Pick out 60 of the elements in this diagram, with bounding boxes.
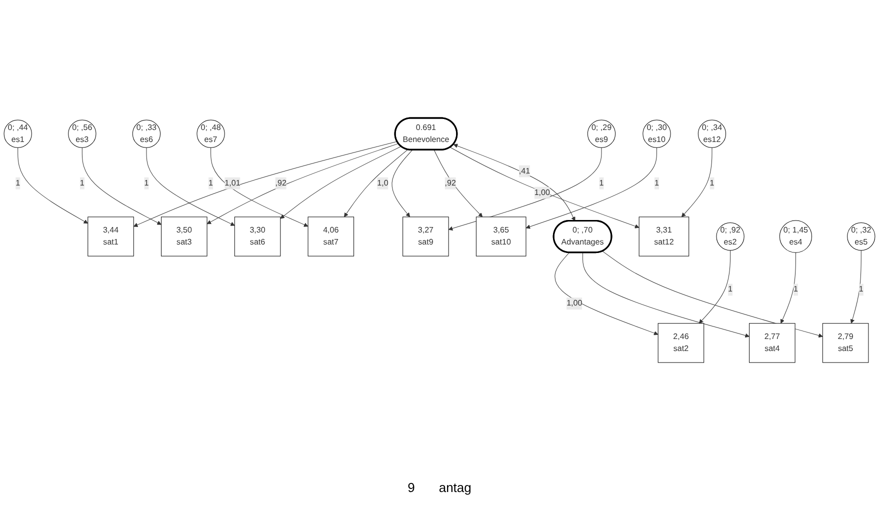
edge-label: 1 [728, 284, 733, 294]
edge-label: ,92 [444, 178, 456, 188]
arrow [18, 147, 88, 224]
edge-label: 1 [16, 178, 20, 188]
edge-label: 1,00 [566, 298, 582, 308]
node-circle: 0; ,32 es5 [847, 222, 876, 250]
arrow [850, 250, 862, 324]
edge-label: 1 [208, 178, 214, 188]
node-box: 4,06 sat7 [308, 216, 354, 256]
node-circle: 0; ,30 es10 [642, 119, 671, 148]
edge-label: 1 [710, 178, 714, 188]
node-circle: 0; 1,45 es4 [779, 220, 812, 253]
arrow [210, 147, 308, 226]
arrow [82, 147, 162, 224]
arrow [146, 147, 235, 226]
arrow [602, 250, 823, 338]
arrow [206, 143, 399, 224]
edge-label: 1 [80, 178, 84, 188]
node-box: 2,77 sat4 [749, 322, 796, 363]
node-box: 3,31 sat12 [638, 216, 690, 256]
edge-label: 1 [793, 284, 798, 294]
edge-label: ,92 [275, 178, 286, 188]
arrow [133, 141, 398, 227]
edge-label: 1,0 [377, 178, 388, 188]
edge-label: 1 [599, 178, 604, 188]
node-box: 3,30 sat6 [234, 216, 281, 256]
node-circle: 0; ,34 es12 [698, 119, 726, 148]
arrow [434, 149, 483, 217]
arrow [681, 147, 712, 217]
arrow [392, 149, 413, 217]
note-text: 9 [408, 480, 415, 495]
node-circle: 0; ,44 es1 [4, 119, 32, 148]
node-box: 3,27 sat9 [402, 216, 449, 256]
node-box: 3,44 sat1 [88, 216, 134, 256]
node-circle: 0; ,33 es6 [132, 119, 161, 148]
edge-label: 1,01 [224, 178, 240, 188]
arrow [526, 147, 657, 229]
edge-label: 1 [858, 284, 864, 294]
arrow [453, 144, 576, 221]
arrow [450, 146, 640, 228]
node-circle: 0; ,48 es7 [196, 119, 225, 148]
edge-label: 1,00 [534, 188, 550, 197]
node-circle: 0; ,92 es2 [716, 222, 744, 250]
arrow [280, 146, 402, 218]
arrow [582, 252, 750, 338]
arrow [698, 250, 731, 324]
note-text: antag [438, 480, 472, 495]
arrow [344, 149, 408, 217]
arrow [448, 147, 602, 230]
node-box: 3,50 sat3 [161, 216, 208, 256]
node-box: 3,65 sat10 [476, 216, 526, 256]
node-box: 2,79 sat5 [822, 322, 869, 363]
edge-label: 1 [654, 178, 659, 188]
node-box: 2,46 sat2 [658, 322, 704, 363]
arrow [554, 252, 658, 335]
arrow [780, 252, 796, 324]
edge-label: 1 [144, 178, 149, 188]
node-circle: 0; ,29 es9 [587, 119, 616, 148]
node-circle: 0; ,56 es3 [68, 119, 96, 148]
edge-label: ,41 [518, 166, 530, 175]
